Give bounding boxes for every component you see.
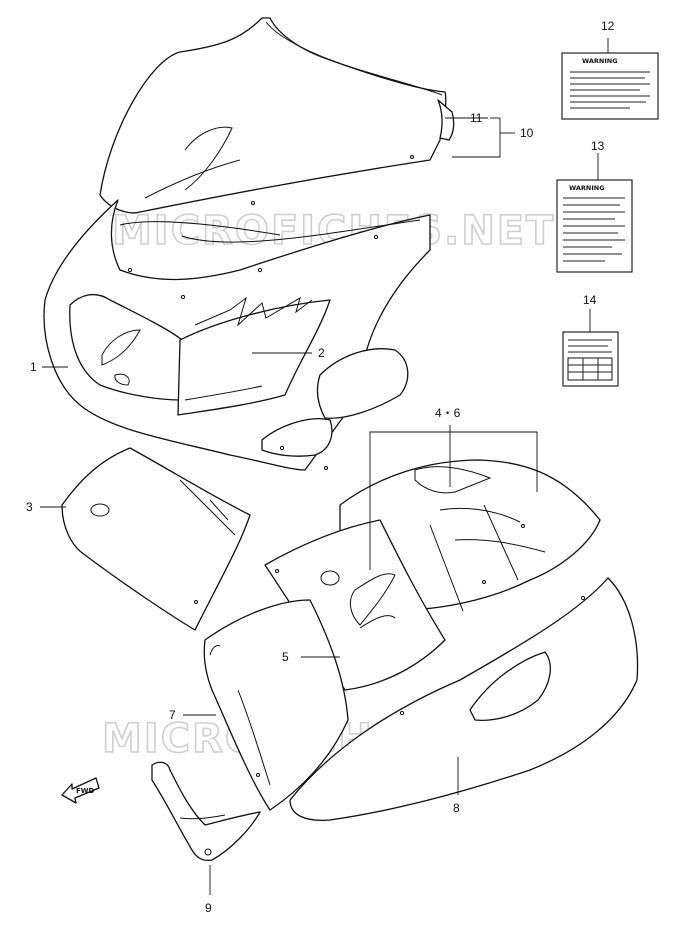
callout-11: 11 (470, 111, 483, 125)
forward-arrow-icon: FWD (61, 777, 100, 804)
callout-2: 2 (318, 346, 325, 360)
warning-label-12-title: WARNING (582, 57, 618, 65)
callout-1: 1 (30, 360, 37, 374)
callout-14: 14 (583, 293, 597, 307)
warning-label-13: WARNING (556, 179, 633, 273)
callout-5: 5 (282, 650, 289, 664)
info-label-14 (562, 331, 619, 387)
callout-13: 13 (591, 139, 605, 153)
callout-7: 7 (169, 708, 176, 722)
under-cowling-part-8 (289, 577, 639, 821)
bracket-part-9 (151, 761, 261, 861)
callout-8: 8 (453, 801, 460, 815)
leader-lines (40, 38, 609, 895)
callout-12: 12 (601, 19, 615, 33)
warning-label-12: WARNING (561, 52, 659, 120)
callout-9: 9 (205, 901, 212, 915)
warning-label-13-title: WARNING (569, 184, 605, 192)
callout-3: 3 (26, 500, 33, 514)
callout-10: 10 (520, 126, 534, 140)
callout-4-6: 4・6 (435, 406, 461, 420)
lower-cowling-part-7 (203, 599, 349, 811)
callouts: 1 2 3 4・6 5 7 8 9 10 11 12 13 14 (26, 19, 615, 915)
forward-label: FWD (76, 787, 95, 795)
upper-cowling-part-1 (43, 17, 455, 471)
inner-panel-part-3 (61, 447, 328, 631)
